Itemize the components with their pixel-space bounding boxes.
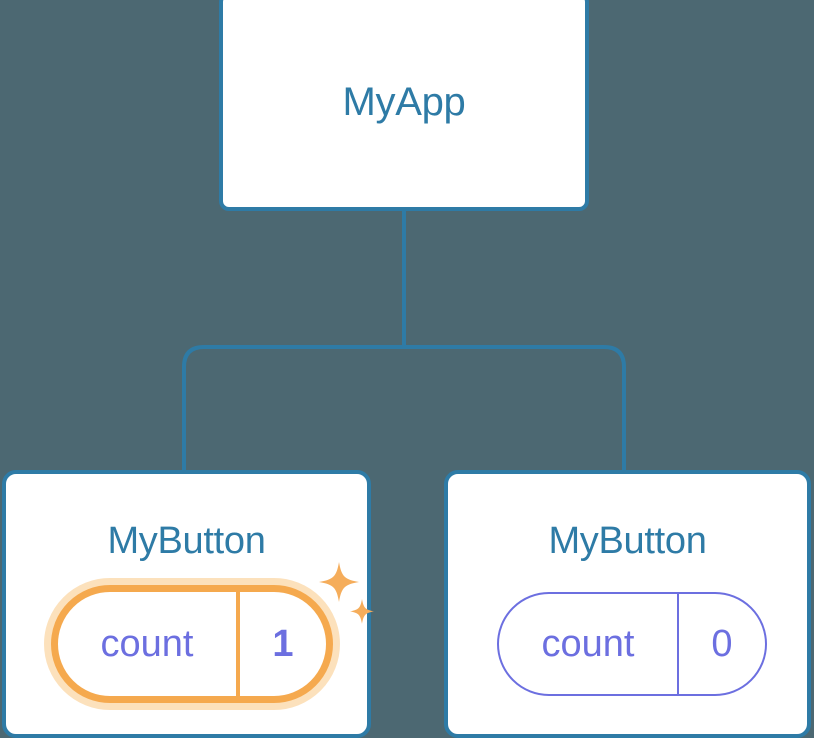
state-value-label: 1 [272,622,294,665]
node-mybutton-left-title: MyButton [107,520,266,562]
node-mybutton-left[interactable]: MyButton count 1 [2,470,371,738]
connector-branch-right [404,345,626,472]
state-pill-glow [44,578,340,710]
state-pill-highlighted[interactable]: count 1 [44,578,340,710]
state-pill-normal[interactable]: count 0 [497,592,767,696]
state-key-label: count [499,594,679,694]
node-myapp-title: MyApp [342,80,466,124]
node-mybutton-right-title: MyButton [548,520,707,562]
state-value-label: 0 [711,622,733,665]
connector-branch-left [182,345,404,472]
state-key-label: count [58,592,240,696]
node-mybutton-right[interactable]: MyButton count 0 [444,470,811,738]
node-myapp[interactable]: MyApp [219,0,589,211]
state-pill-body: count 1 [51,585,333,703]
